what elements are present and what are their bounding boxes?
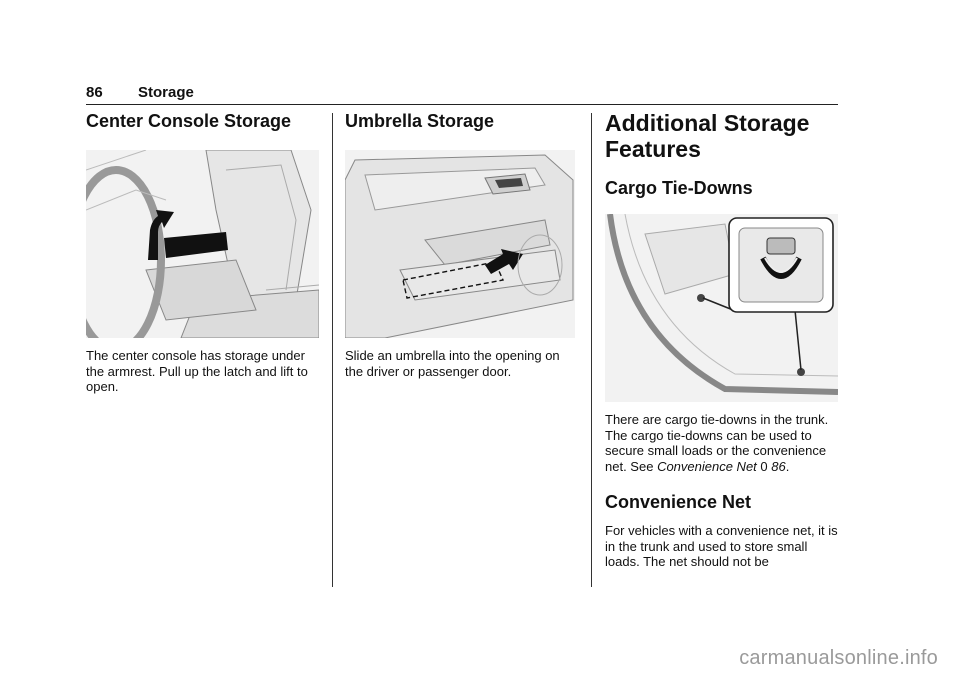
section-title: Storage	[138, 84, 194, 101]
page-number: 86	[86, 84, 103, 101]
umbrella-text: Slide an umbrella into the opening on th…	[345, 348, 560, 379]
convenience-net-text: For vehicles with a convenience net, it …	[605, 523, 838, 569]
watermark: carmanualsonline.info	[739, 647, 938, 669]
umbrella-illustration	[345, 150, 575, 338]
center-console-heading: Center Console Storage	[86, 111, 292, 131]
column-divider	[332, 113, 333, 587]
additional-storage-column: Additional Storage Features Cargo Tie-Do…	[605, 110, 840, 570]
umbrella-column: Umbrella Storage Slide an umbrella into …	[345, 110, 577, 379]
convenience-net-heading: Convenience Net	[605, 492, 752, 512]
cargo-tie-downs-body: There are cargo tie-downs in the trunk. …	[605, 412, 829, 474]
additional-storage-heading-line1: Additional Storage	[605, 110, 810, 136]
page-ref-icon: 0	[760, 458, 768, 474]
convenience-net-link[interactable]: Convenience Net	[657, 458, 757, 474]
cargo-tie-downs-text: There are cargo tie-downs in the trunk. …	[605, 412, 840, 474]
additional-storage-heading-line2: Features	[605, 136, 701, 162]
center-console-text: The center console has storage under the…	[86, 348, 308, 394]
additional-storage-heading: Additional Storage Features	[605, 110, 840, 162]
page-header: 86 Storage	[86, 84, 838, 105]
cargo-tie-downs-illustration	[605, 214, 838, 402]
page-ref-number[interactable]: 86	[771, 458, 786, 474]
center-console-column: Center Console Storage The center consol…	[86, 110, 320, 395]
umbrella-heading: Umbrella Storage	[345, 111, 495, 131]
sentence-end: .	[785, 458, 790, 474]
cargo-tie-downs-heading: Cargo Tie-Downs	[605, 178, 753, 198]
center-console-illustration	[86, 150, 319, 338]
column-divider	[591, 113, 592, 587]
